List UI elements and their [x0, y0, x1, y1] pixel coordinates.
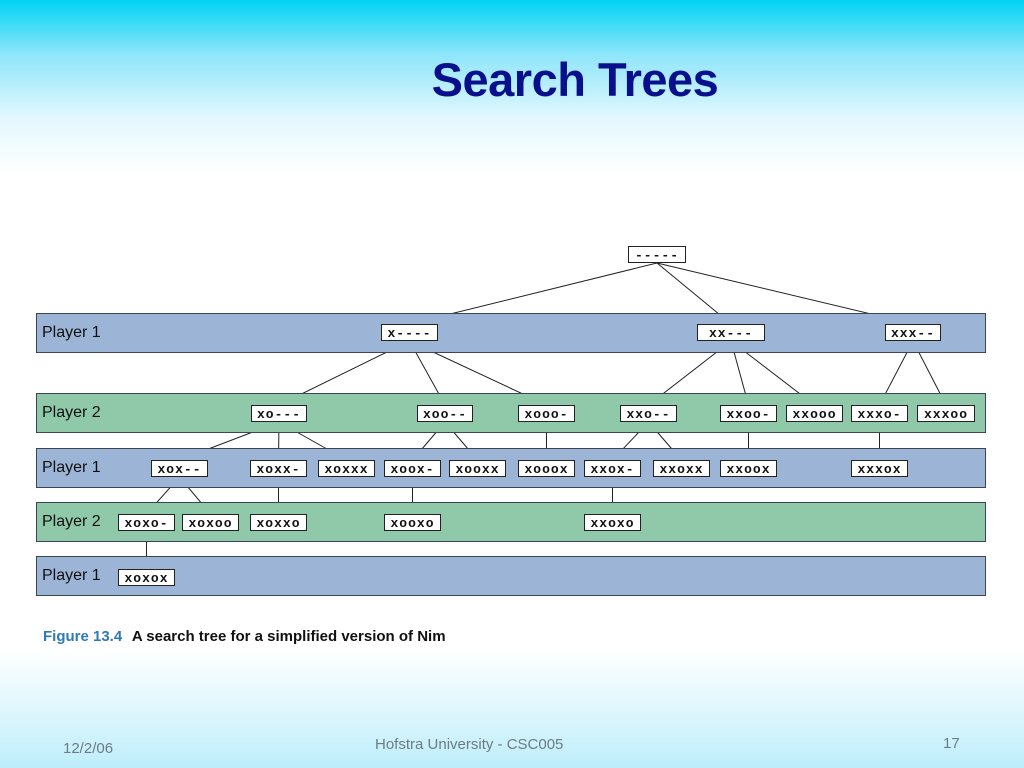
footer-date: 12/2/06 — [63, 740, 114, 757]
tree-node: xxoxo — [584, 514, 641, 531]
tree-node: xo--- — [251, 405, 307, 422]
band-player2-level2: Player 2 — [36, 393, 986, 433]
tree-node: xxxox — [851, 460, 908, 477]
footer-center: Hofstra University - CSC005 — [375, 736, 564, 753]
tree-node: xoxo- — [118, 514, 175, 531]
figure-caption-text: A search tree for a simplified version o… — [131, 628, 446, 645]
tree-node: xoxoo — [182, 514, 239, 531]
tree-node: xooxx — [449, 460, 506, 477]
tree-node: xxoox — [720, 460, 777, 477]
slide-title: Search Trees — [431, 53, 719, 106]
band-label: Player 1 — [42, 459, 101, 476]
tree-node-root: ----- — [628, 246, 686, 263]
band-label: Player 1 — [42, 567, 101, 584]
tree-node: xxox- — [584, 460, 641, 477]
tree-node: xxoxx — [653, 460, 710, 477]
tree-node: xxx-- — [885, 324, 941, 341]
figure-caption: Figure 13.4 A search tree for a simplifi… — [43, 628, 446, 645]
tree-node: xoo-- — [417, 405, 473, 422]
band-label: Player 2 — [42, 513, 101, 530]
tree-node: xoxx- — [250, 460, 307, 477]
band-player1-level1: Player 1 — [36, 313, 986, 353]
tree-node: xxxoo — [917, 405, 975, 422]
tree-node: xoxox — [118, 569, 175, 586]
tree-node: xox-- — [151, 460, 208, 477]
tree-node: xxooo — [786, 405, 843, 422]
band-player2-level4: Player 2 — [36, 502, 986, 542]
tree-node: xoxxo — [250, 514, 307, 531]
tree-node: xxxo- — [851, 405, 908, 422]
tree-node: xooo- — [518, 405, 575, 422]
band-label: Player 2 — [42, 404, 101, 421]
tree-node: xx--- — [697, 324, 765, 341]
tree-node: xooox — [518, 460, 575, 477]
tree-node: xoxxx — [318, 460, 375, 477]
band-player1-level5: Player 1 — [36, 556, 986, 596]
tree-node: xoox- — [384, 460, 441, 477]
tree-node: xxo-- — [620, 405, 677, 422]
tree-node: xooxo — [384, 514, 441, 531]
footer-page-number: 17 — [943, 735, 960, 752]
tree-node: xxoo- — [720, 405, 777, 422]
tree-node: x---- — [381, 324, 438, 341]
figure-number: Figure 13.4 — [43, 628, 123, 645]
band-label: Player 1 — [42, 324, 101, 341]
